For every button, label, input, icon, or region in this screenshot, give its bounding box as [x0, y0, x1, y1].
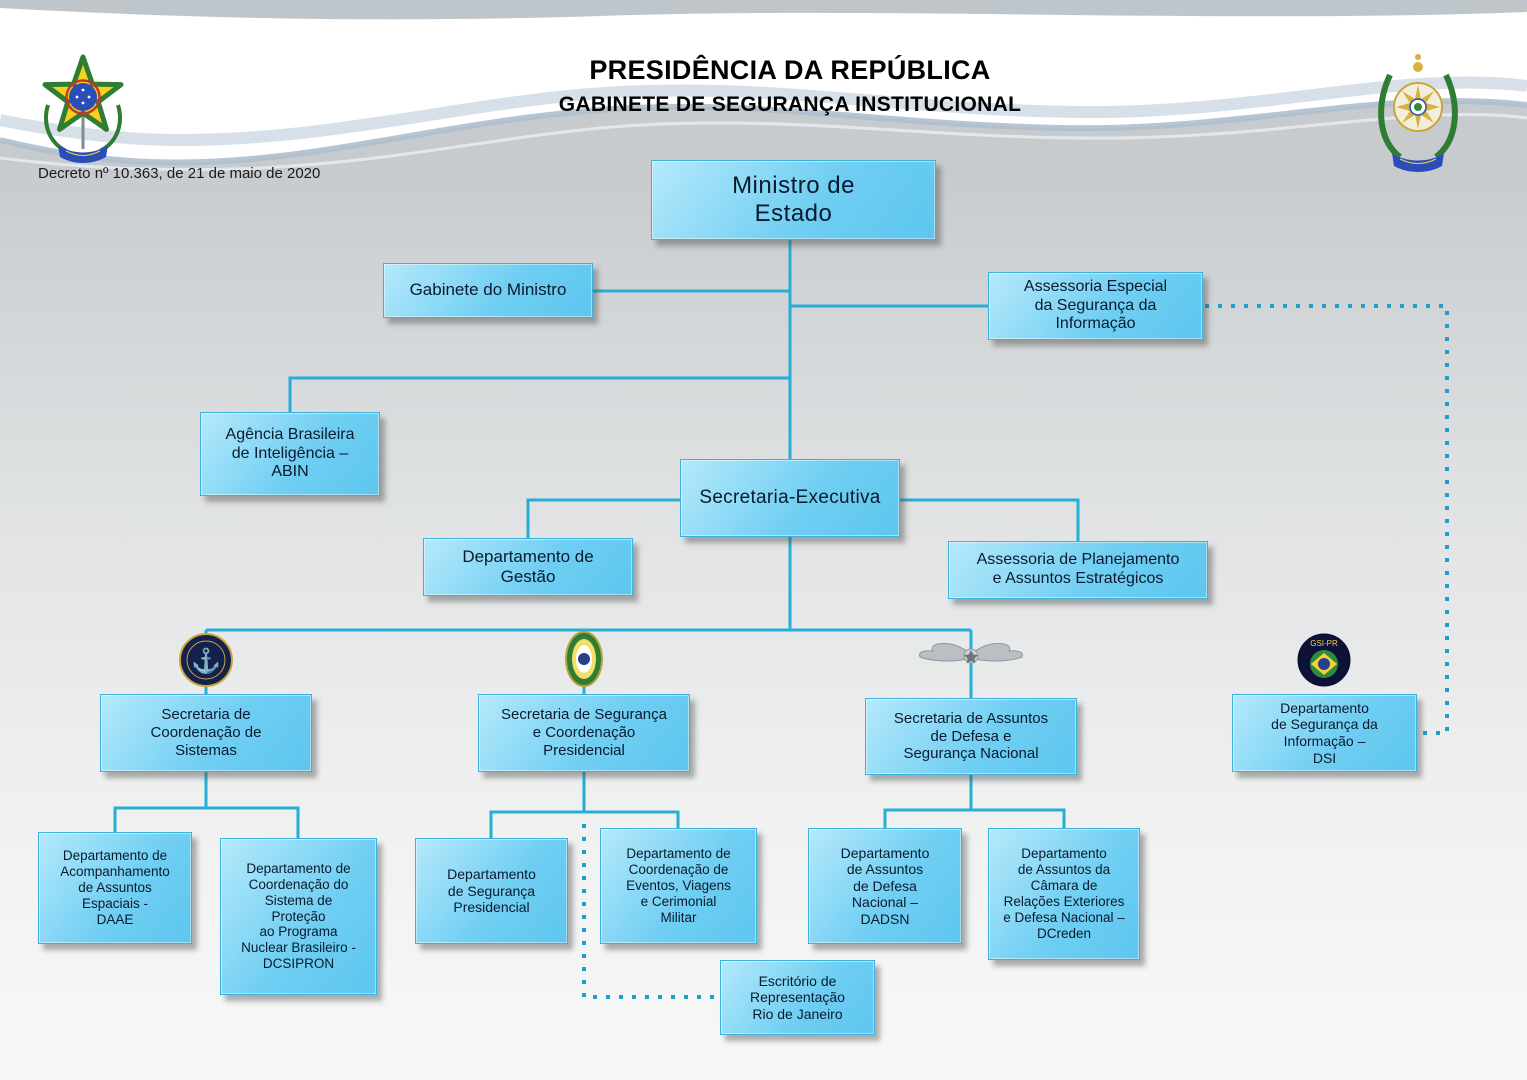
org-node-abin: Agência Brasileira de Inteligência – ABI… — [200, 412, 380, 496]
org-node-departamento-de-gestao: Departamento de Gestão — [423, 538, 633, 596]
node-label: Secretaria-Executiva — [699, 486, 881, 508]
gsi-institutional-crest — [1378, 54, 1458, 172]
org-node-dcsipron: Departamento de Coordenação do Sistema d… — [220, 838, 377, 995]
org-node-gabinete-do-ministro: Gabinete do Ministro — [383, 263, 593, 318]
org-node-departamento-seguranca-presidencial: Departamento de Segurança Presidencial — [415, 838, 568, 944]
node-label: Departamento de Assuntos de Defesa Nacio… — [840, 844, 930, 927]
org-node-escritorio-representacao-rio-de-janeiro: Escritório de Representação Rio de Janei… — [720, 960, 875, 1035]
org-node-secretaria-assuntos-defesa-seguranca-nacional: Secretaria de Assuntos de Defesa e Segur… — [865, 698, 1077, 775]
org-node-assessoria-especial-seguranca-informacao: Assessoria Especial da Segurança da Info… — [988, 272, 1203, 340]
decree-note: Decreto nº 10.363, de 21 de maio de 2020 — [38, 165, 321, 182]
node-label: Secretaria de Assuntos de Defesa e Segur… — [893, 709, 1049, 763]
page-title: PRESIDÊNCIA DA REPÚBLICA — [589, 55, 991, 85]
air-force-wings-emblem — [919, 643, 1023, 664]
node-label: Assessoria de Planejamento e Assuntos Es… — [976, 551, 1180, 587]
node-label: Departamento de Coordenação do Sistema d… — [241, 860, 356, 972]
org-node-secretaria-coordenacao-sistemas: Secretaria de Coordenação de Sistemas — [100, 694, 312, 772]
org-node-secretaria-executiva: Secretaria-Executiva — [680, 459, 900, 537]
node-label: Departamento de Segurança da Informação … — [1271, 699, 1378, 766]
node-label: Assessoria Especial da Segurança da Info… — [1023, 277, 1168, 333]
org-node-secretaria-seguranca-coordenacao-presidencial: Secretaria de Segurança e Coordenação Pr… — [478, 694, 690, 772]
node-label: Departamento de Acompanhamento de Assunt… — [60, 848, 170, 927]
edge-defesa-children — [883, 775, 1066, 828]
navy-emblem: ⚓ — [179, 633, 233, 687]
gsi-pr-emblem: GSI-PR — [1297, 633, 1351, 687]
edge-assessoria-planejamento — [900, 498, 1080, 541]
node-label: Ministro de Estado — [732, 171, 855, 227]
org-node-departamento-seguranca-informacao-dsi: Departamento de Segurança da Informação … — [1232, 694, 1417, 772]
node-label: Escritório de Representação Rio de Janei… — [750, 972, 845, 1022]
brazil-coat-of-arms — [42, 54, 124, 163]
org-node-assessoria-planejamento-assuntos-estrategicos: Assessoria de Planejamento e Assuntos Es… — [948, 541, 1208, 599]
army-emblem — [565, 631, 603, 687]
node-label: Departamento de Coordenação de Eventos, … — [626, 846, 731, 925]
node-label: Secretaria de Segurança e Coordenação Pr… — [501, 706, 667, 759]
org-node-dcreden: Departamento de Assuntos da Câmara de Re… — [988, 828, 1140, 960]
edge-abin — [288, 376, 790, 412]
svg-text:⚓: ⚓ — [191, 647, 221, 675]
org-node-ministro-de-estado: Ministro de Estado — [651, 160, 936, 240]
node-label: Departamento de Segurança Presidencial — [447, 866, 536, 916]
org-node-daae: Departamento de Acompanhamento de Assunt… — [38, 832, 192, 944]
node-label: Agência Brasileira de Inteligência – ABI… — [225, 425, 355, 481]
org-node-departamento-eventos-viagens-cerimonial: Departamento de Coordenação de Eventos, … — [600, 828, 757, 944]
node-label: Departamento de Assuntos da Câmara de Re… — [1003, 846, 1125, 941]
svg-text:GSI-PR: GSI-PR — [1310, 639, 1338, 648]
node-label: Secretaria de Coordenação de Sistemas — [150, 706, 262, 759]
edge-dep-gestao — [526, 498, 680, 538]
edge-sistemas-children — [113, 772, 300, 838]
org-node-dadsn: Departamento de Assuntos de Defesa Nacio… — [808, 828, 962, 944]
edge-dotted-aesi-dsi — [1205, 304, 1449, 735]
page-subtitle: GABINETE DE SEGURANÇA INSTITUCIONAL — [558, 93, 1022, 116]
node-label: Gabinete do Ministro — [409, 280, 567, 300]
node-label: Departamento de Gestão — [462, 546, 594, 586]
